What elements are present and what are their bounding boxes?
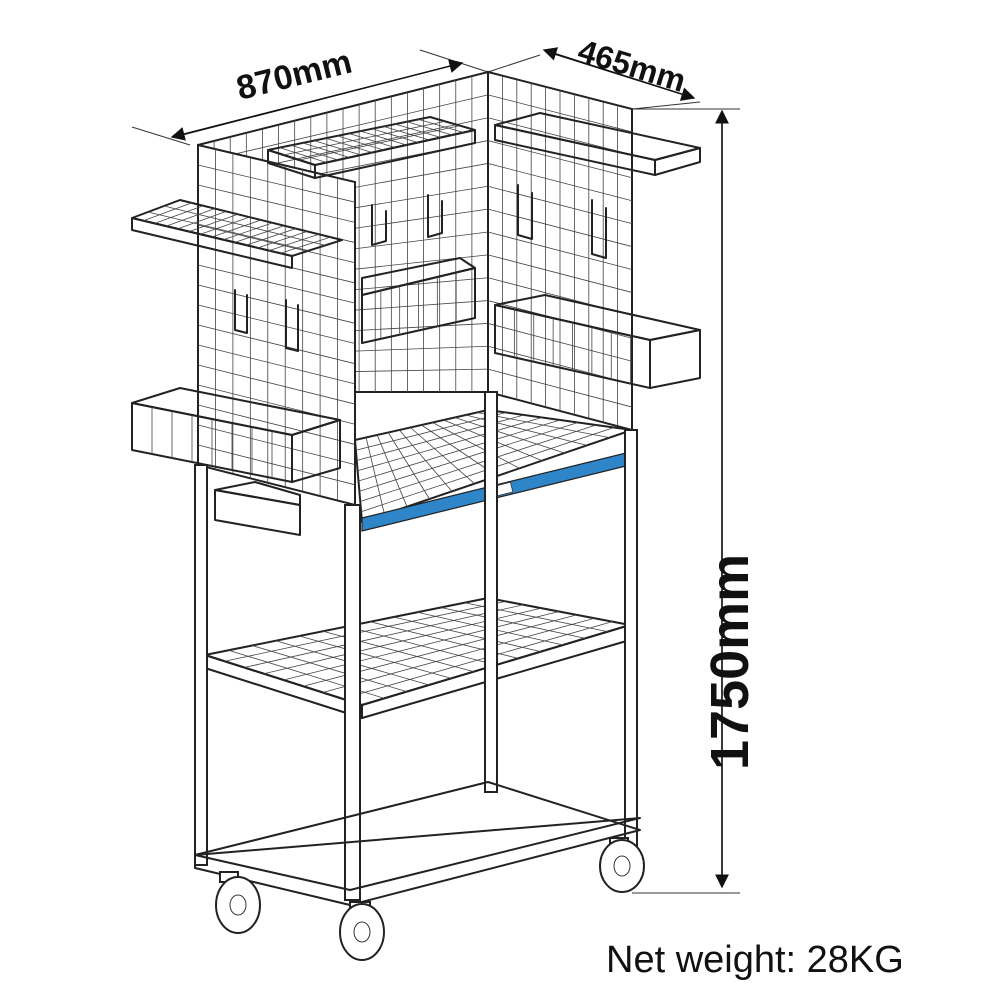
left-wire-shelf bbox=[131, 199, 343, 269]
cart-frame bbox=[194, 391, 641, 906]
front-left-basket bbox=[131, 387, 341, 483]
hanging-hooks bbox=[234, 184, 607, 352]
net-weight-caption: Net weight: 28KG bbox=[606, 939, 904, 981]
width-label: 870mm bbox=[233, 43, 356, 108]
side-grid-panel bbox=[487, 70, 633, 432]
lower-wire-shelf bbox=[204, 597, 631, 719]
front-grid-panel bbox=[197, 143, 356, 507]
caster-wheel-front-left bbox=[215, 871, 261, 934]
caster-wheel-back-right bbox=[599, 837, 645, 893]
back-middle-basket bbox=[361, 257, 476, 344]
caster-wheel-front-right bbox=[339, 901, 385, 961]
height-label: 1750mm bbox=[700, 554, 760, 770]
width-dimension-line bbox=[131, 49, 489, 146]
depth-label: 465mm bbox=[574, 32, 690, 99]
small-drawer bbox=[214, 481, 301, 536]
right-side-basket bbox=[494, 294, 701, 389]
top-wire-shelf bbox=[267, 116, 476, 179]
depth-dimension-line bbox=[487, 47, 701, 110]
right-wire-shelf bbox=[494, 112, 701, 176]
height-dimension-line bbox=[632, 108, 740, 894]
